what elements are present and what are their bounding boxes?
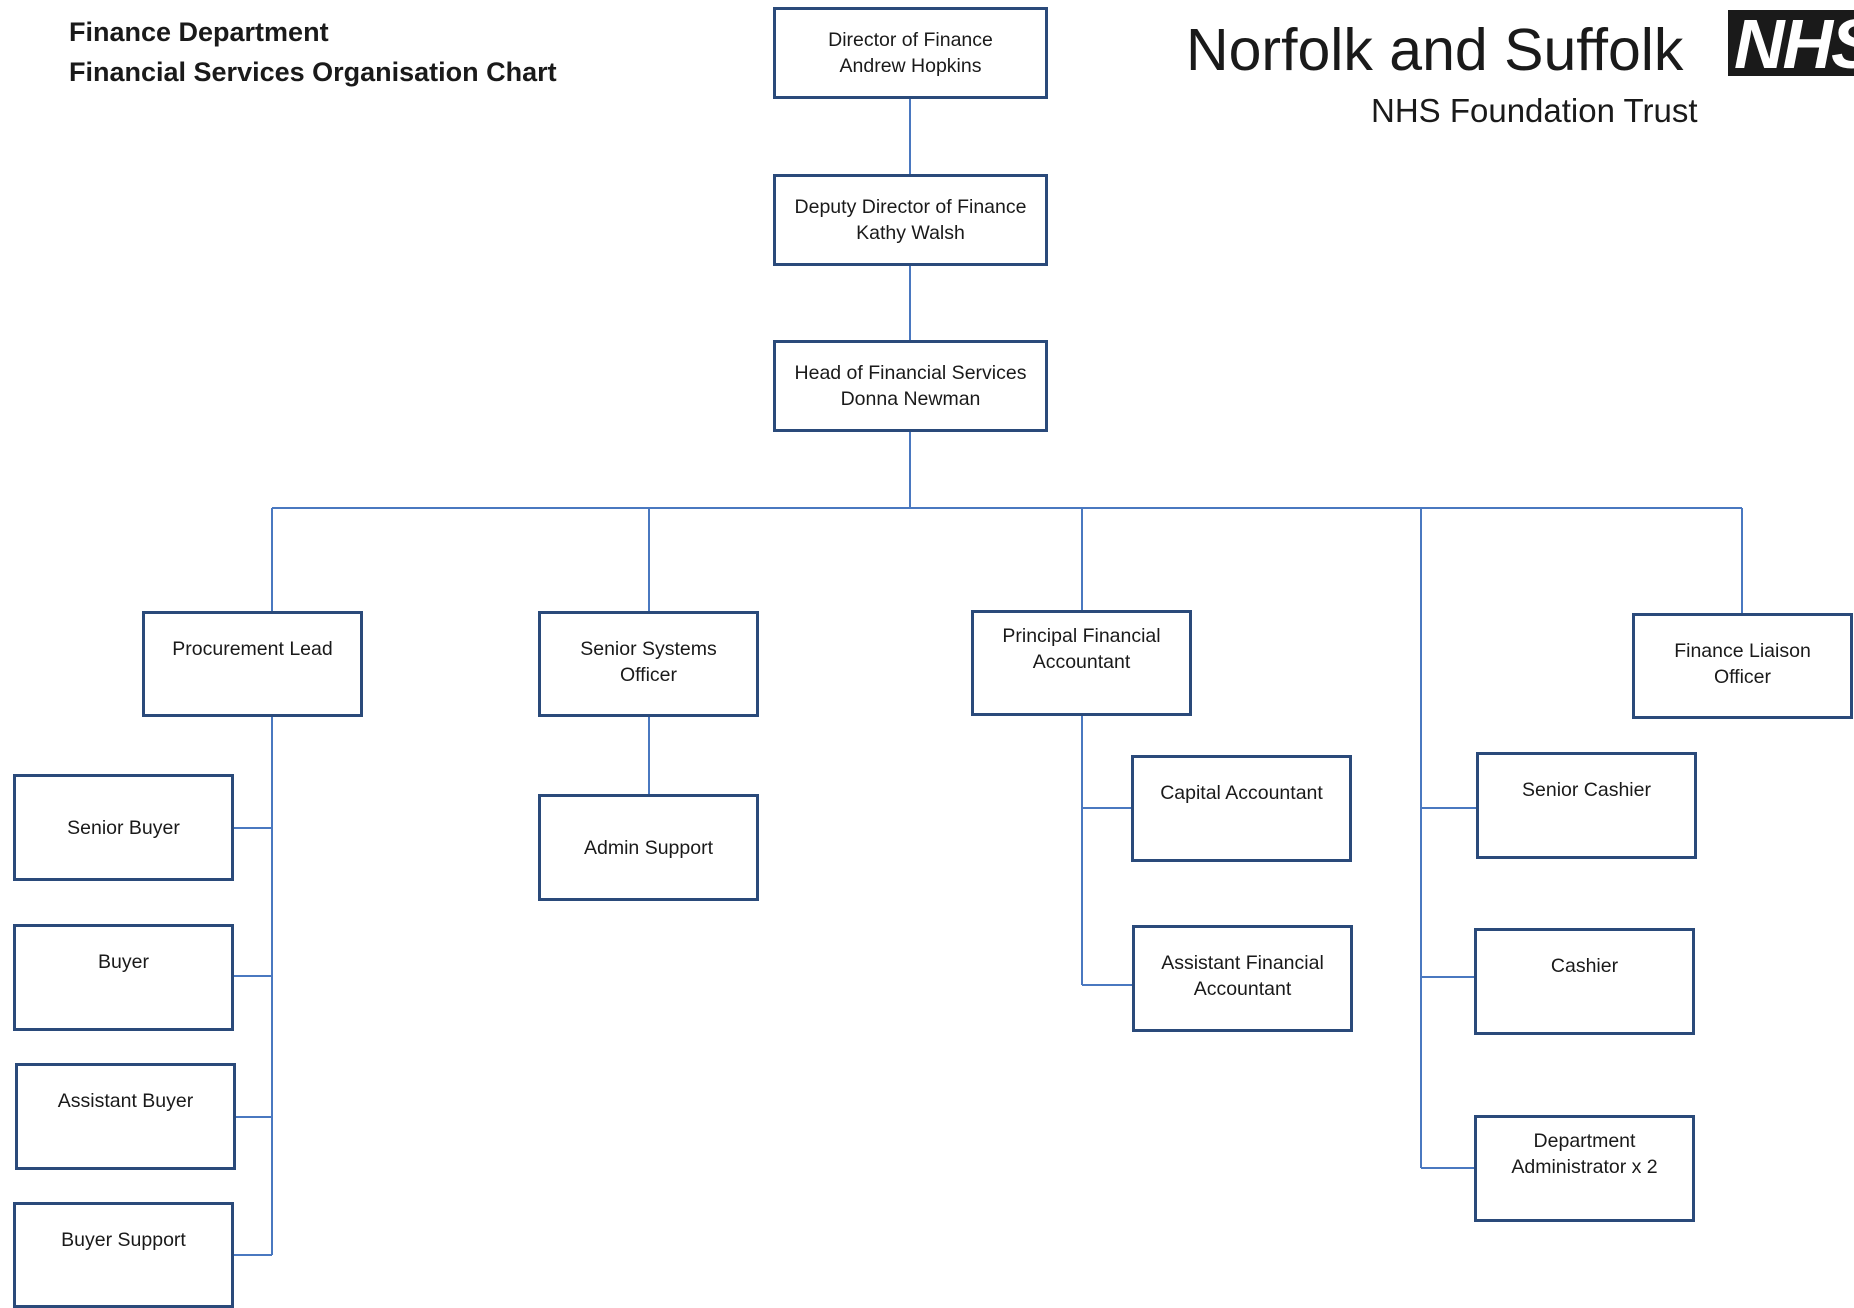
node-director-of-finance: Director of Finance Andrew Hopkins — [773, 7, 1048, 99]
node-role: Cashier — [1550, 955, 1619, 977]
node-senior-cashier: Senior Cashier — [1476, 752, 1697, 859]
trust-name: Norfolk and Suffolk — [1186, 17, 1684, 83]
node-assistant-buyer: Assistant Buyer — [15, 1063, 236, 1170]
node-role: Capital Accountant — [1160, 782, 1323, 804]
node-admin-support: Admin Support — [538, 794, 759, 901]
chart-title: Financial Services Organisation Chart — [69, 57, 557, 87]
node-assistant-financial-accountant: Assistant Financial Accountant — [1132, 925, 1353, 1032]
node-role: Buyer — [98, 951, 149, 973]
node-role: Deputy Director of Finance — [794, 196, 1027, 218]
node-role: Senior Systems — [580, 638, 717, 660]
node-role-cont: Officer — [1713, 666, 1772, 688]
node-finance-liaison-officer: Finance Liaison Officer — [1632, 613, 1853, 719]
node-role: Principal Financial — [1002, 625, 1161, 647]
node-role-cont: Accountant — [1032, 651, 1131, 673]
node-role-cont: Officer — [619, 664, 678, 686]
node-buyer: Buyer — [13, 924, 234, 1031]
nhs-logo-text: NHS — [1734, 10, 1854, 76]
node-person: Andrew Hopkins — [839, 55, 982, 77]
node-deputy-director: Deputy Director of Finance Kathy Walsh — [773, 174, 1048, 266]
node-role: Finance Liaison — [1674, 640, 1811, 662]
node-principal-financial-accountant: Principal Financial Accountant — [971, 610, 1192, 716]
node-department-administrator: Department Administrator x 2 — [1474, 1115, 1695, 1222]
node-role-cont: Administrator x 2 — [1511, 1156, 1658, 1178]
node-cashier: Cashier — [1474, 928, 1695, 1035]
node-role: Assistant Buyer — [57, 1090, 194, 1112]
node-capital-accountant: Capital Accountant — [1131, 755, 1352, 862]
node-person: Donna Newman — [840, 388, 981, 410]
node-buyer-support: Buyer Support — [13, 1202, 234, 1308]
node-role: Senior Cashier — [1522, 779, 1651, 801]
node-person: Kathy Walsh — [856, 222, 965, 244]
trust-subtitle: NHS Foundation Trust — [1371, 92, 1698, 129]
node-role: Procurement Lead — [172, 638, 333, 660]
node-role: Assistant Financial — [1161, 952, 1324, 974]
node-role: Department — [1533, 1130, 1636, 1152]
node-role: Director of Finance — [828, 29, 993, 51]
node-head-financial-services: Head of Financial Services Donna Newman — [773, 340, 1048, 432]
node-role: Admin Support — [584, 836, 713, 859]
node-role: Head of Financial Services — [794, 362, 1027, 384]
node-senior-buyer: Senior Buyer — [13, 774, 234, 881]
node-senior-systems-officer: Senior Systems Officer — [538, 611, 759, 717]
department-title: Finance Department — [69, 17, 329, 47]
node-role-cont: Accountant — [1193, 978, 1292, 1000]
chart-heading: Finance Department Financial Services Or… — [69, 12, 557, 92]
nhs-logo: NHS — [1728, 10, 1854, 76]
node-role: Buyer Support — [61, 1229, 186, 1251]
node-procurement-lead: Procurement Lead — [142, 611, 363, 717]
node-role: Senior Buyer — [67, 816, 180, 839]
